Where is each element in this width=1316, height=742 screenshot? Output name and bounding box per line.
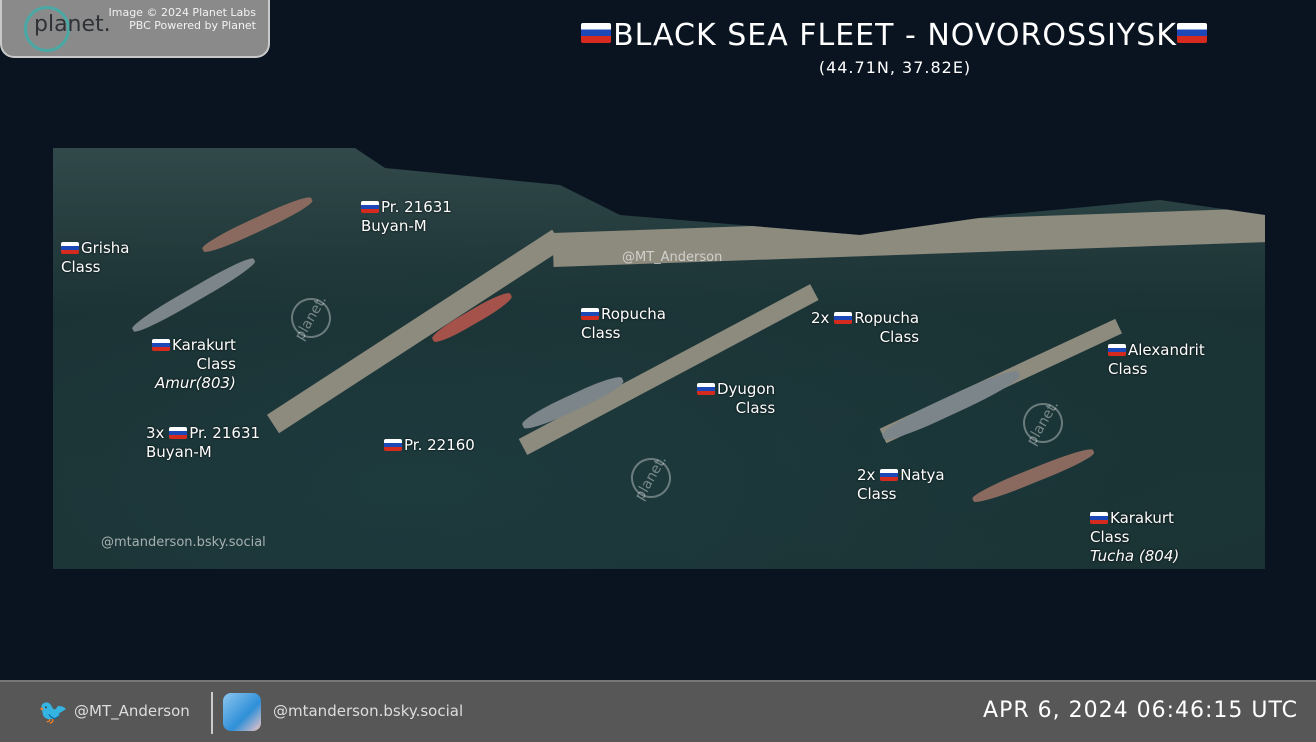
russia-flag-icon: [384, 439, 402, 451]
ship: [200, 192, 315, 257]
russia-flag-icon: [152, 339, 170, 351]
russia-flag-icon: [61, 242, 79, 254]
russia-flag-icon: [1176, 23, 1207, 43]
russia-flag-icon: [834, 312, 853, 324]
ship: [970, 444, 1097, 507]
handle-watermark: @MT_Anderson: [622, 250, 723, 265]
russia-flag-icon: [1108, 344, 1126, 356]
russia-flag-icon: [1090, 512, 1108, 524]
planet-watermark: planet.: [623, 450, 679, 506]
twitter-bird-icon: 🐦: [38, 698, 68, 726]
planet-watermark: planet.: [283, 290, 339, 346]
ship: [879, 365, 1023, 446]
image-credit: Image © 2024 Planet Labs PBC Powered by …: [108, 6, 257, 32]
planet-credit-box: planet. Image © 2024 Planet Labs PBC Pow…: [0, 0, 270, 58]
russia-flag-icon: [169, 427, 188, 439]
pier: [518, 284, 819, 455]
planet-logo-text: planet.: [34, 12, 111, 37]
russia-flag-icon: [880, 469, 899, 481]
bsky-handle: @mtanderson.bsky.social: [273, 702, 464, 720]
planet-logo-icon: [24, 6, 70, 52]
twitter-handle: @MT_Anderson: [74, 702, 190, 720]
russia-flag-icon: [361, 201, 379, 213]
divider: [211, 692, 213, 734]
label-pr22160: Pr. 22160: [384, 436, 475, 455]
russia-flag-icon: [697, 383, 715, 395]
bsky-watermark: @mtanderson.bsky.social: [101, 535, 266, 550]
page-title: BLACK SEA FLEET - NOVOROSSIYSK: [510, 18, 1280, 53]
bluesky-avatar-icon: [223, 693, 261, 731]
planet-watermark: planet.: [1015, 395, 1071, 451]
timestamp: APR 6, 2024 06:46:15 UTC: [983, 698, 1298, 723]
footer: 🐦 @MT_Anderson @mtanderson.bsky.social A…: [0, 680, 1316, 742]
russia-flag-icon: [581, 308, 599, 320]
coordinates: (44.71N, 37.82E): [818, 58, 972, 77]
russia-flag-icon: [581, 23, 612, 43]
ship: [129, 253, 258, 337]
title-text: BLACK SEA FLEET - NOVOROSSIYSK: [613, 18, 1177, 53]
